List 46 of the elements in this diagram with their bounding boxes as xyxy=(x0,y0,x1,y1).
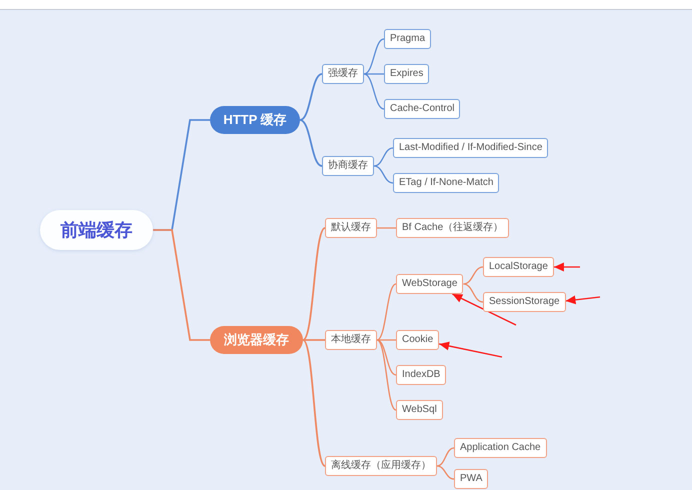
branch-line xyxy=(463,283,484,303)
branch-line xyxy=(463,266,484,285)
subtopic: Cache-Control xyxy=(384,99,460,119)
branch-line xyxy=(436,447,454,467)
subtopic: Expires xyxy=(384,64,430,84)
branch-line xyxy=(300,119,322,167)
arrow xyxy=(452,293,516,326)
branch-line xyxy=(436,465,454,480)
subtopic: 离线缓存（应用缓存） xyxy=(325,456,437,476)
branch-line xyxy=(376,283,396,341)
subtopic: 协商缓存 xyxy=(322,156,374,176)
branch-line xyxy=(300,73,322,121)
branch-line xyxy=(374,147,394,167)
subtopic: Last-Modified / If-Modified-Since xyxy=(393,138,548,158)
branch-line xyxy=(302,227,326,341)
subtopic: LocalStorage xyxy=(483,257,554,277)
subtopic: Cookie xyxy=(396,330,440,350)
branch-line xyxy=(364,38,384,75)
subtopic: ETag / If-None-Match xyxy=(393,173,500,193)
branch-line xyxy=(303,339,325,341)
subtopic: 默认缓存 xyxy=(325,218,377,238)
branch-line xyxy=(376,339,396,411)
branch-line xyxy=(374,165,394,184)
branch-line xyxy=(376,339,396,376)
subtopic: Pragma xyxy=(384,29,432,49)
subtopic: 本地缓存 xyxy=(325,330,377,350)
subtopic: Application Cache xyxy=(454,438,547,458)
subtopic: WebSql xyxy=(396,400,443,420)
main-topic: HTTP 缓存 xyxy=(210,106,300,134)
branch-line xyxy=(377,227,396,229)
branch-line xyxy=(302,339,326,467)
arrow xyxy=(554,262,580,272)
arrow xyxy=(566,295,600,304)
subtopic: IndexDB xyxy=(396,365,446,385)
subtopic: SessionStorage xyxy=(483,292,566,312)
arrow xyxy=(439,342,502,358)
root-topic: 前端缓存 xyxy=(40,210,153,250)
branch-line xyxy=(364,73,384,75)
subtopic: PWA xyxy=(454,469,488,489)
main-topic: 浏览器缓存 xyxy=(210,326,303,354)
subtopic: WebStorage xyxy=(396,274,464,294)
subtopic: 强缓存 xyxy=(322,64,364,84)
branch-line xyxy=(364,73,384,110)
subtopic: Bf Cache（往返缓存） xyxy=(396,218,510,238)
branch-line xyxy=(377,339,396,341)
branch-line xyxy=(153,229,210,341)
